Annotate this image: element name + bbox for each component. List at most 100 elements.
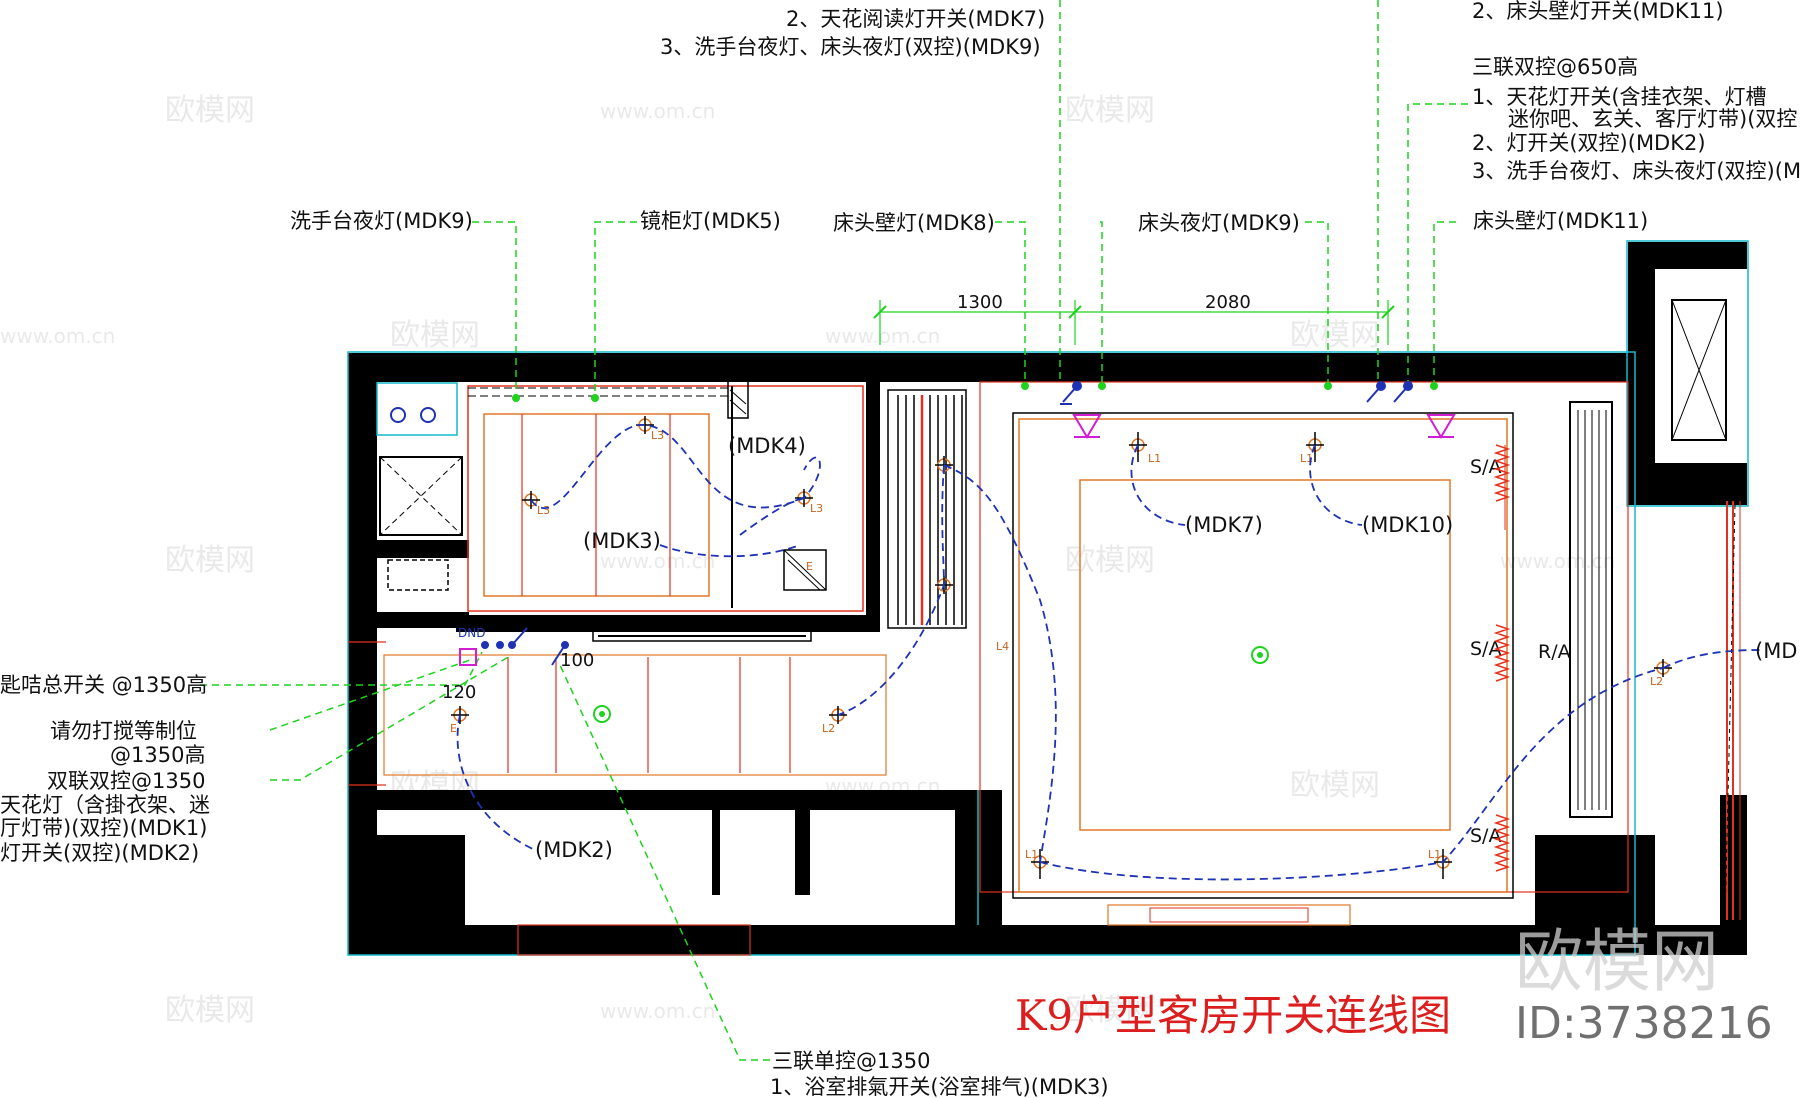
label-bedside-night-light: 床头夜灯(MDK9) [1138,211,1300,235]
note-item-1b: 迷你吧、玄关、客厅灯带)(双控 [1508,107,1797,131]
tag-l1: L1 [1025,848,1038,861]
label-bedside-wall-light-right: 床头壁灯(MDK11) [1473,209,1648,233]
note-dual-item-1: 天花灯（含掛衣架、迷 [0,793,210,817]
top-annotations: 2、天花阅读灯开关(MDK7) 3、洗手台夜灯、床头夜灯(双控)(MDK9) 2… [660,0,1800,183]
dimension-100: 100 [560,650,594,671]
watermark-site: www.om.cn [600,99,715,123]
switch-symbols [459,381,1413,666]
note-night-light: 3、洗手台夜灯、床头夜灯(双控)(MDK9) [660,35,1041,59]
room-tags: S/A S/A S/A R/A L4 DND [458,456,1571,847]
note-dnd-panel: 请勿打搅等制位 [50,719,197,743]
watermark-text: 欧模网 [165,993,255,1028]
note-triple-dual-switch: 三联双控@650高 [1472,55,1638,79]
watermark-site: www.om.cn [1500,549,1615,573]
switch-point [1324,382,1332,390]
switch-point [512,394,520,402]
floor-drain-icon [783,549,827,591]
tag-l1: L1 [1428,848,1441,861]
circuit-label-mdk10: (MDK10) [1362,513,1453,537]
switch-point [1021,382,1029,390]
tag-e: E [450,722,457,735]
watermark-logo: 欧模网 [1515,923,1719,1002]
circuit-label-mdk7: (MDK7) [1185,513,1263,537]
basin-icon [420,407,436,423]
tag-l1: L1 [1148,452,1161,465]
wall-light-icon [1426,414,1456,439]
outline-cyan [347,240,1749,956]
watermark-site: www.om.cn [600,999,715,1023]
left-annotations: 匙咭总开关 @1350高 请勿打搅等制位 @1350高 双联双控@1350 天花… [0,650,594,865]
note-dual-item-1b: 厅灯带)(双控)(MDK1) [0,816,207,840]
basin-icon [390,407,406,423]
note-bath-exhaust: 1、浴室排氣开关(浴室排气)(MDK3) [770,1075,1109,1098]
dimension-2080: 2080 [1205,292,1251,313]
watermark-text: 欧模网 [165,93,255,128]
watermark-grid: 欧模网 欧模网 欧模网 欧模网 欧模网 欧模网 欧模网 欧模网 欧模网 欧模网 … [0,93,1615,1028]
watermark-text: 欧模网 [1065,543,1155,578]
circuit-label-mdk3: (MDK3) [583,529,661,553]
watermark-text: 欧模网 [1290,318,1380,353]
watermark-site: www.om.cn [600,549,715,573]
bedroom [979,299,1746,926]
circuit-label-mdk4: (MDK4) [728,434,806,458]
label-bedside-wall-light-left: 床头壁灯(MDK8) [833,211,995,235]
watermark-text: 欧模网 [165,543,255,578]
switch-icon [481,641,489,649]
watermark-text: 欧模网 [1290,768,1380,803]
note-dual-switch: 双联双控@1350 [47,769,205,793]
dimension-line [873,300,1395,345]
tag-l2: L2 [822,722,835,735]
bottom-annotations: 三联单控@1350 1、浴室排氣开关(浴室排气)(MDK3) [770,1049,1109,1098]
tag-l3: L3 [810,502,823,515]
switch-points [512,382,1438,723]
note-triple-single-switch: 三联单控@1350 [772,1049,930,1073]
wiring [456,424,1761,881]
fixture-labels: 洗手台夜灯(MDK9) 镜柜灯(MDK5) 床头壁灯(MDK8) 床头夜灯(MD… [290,209,1648,235]
note-wall-light-switch: 2、床头壁灯开关(MDK11) [1472,0,1724,23]
tag-l4: L4 [996,640,1009,653]
tag-sa: S/A [1470,825,1501,847]
tv-wall-unit [1569,401,1613,818]
wall-light-icon [1072,414,1102,439]
wardrobe-box [1671,299,1727,441]
tag-ra: R/A [1538,641,1571,663]
light-tags: L3 L3 L3 L1 L1 L1 L1 L2 L2 E [450,429,1663,861]
tag-l2: L2 [1650,675,1663,688]
dimension-120: 120 [442,682,476,703]
note-key-card-switch: 匙咭总开关 @1350高 [0,673,207,697]
corridor-cabinets [348,389,967,956]
leader-lines [200,0,1468,1061]
circuit-label-edge: (MD [1755,639,1797,663]
dimension-1300: 1300 [957,292,1003,313]
note-dnd-height: @1350高 [110,743,205,767]
circuit-label-mdk2: (MDK2) [535,838,613,862]
ceiling-smoke-icon [1251,646,1269,664]
switch-point [591,394,599,402]
note-item-2: 2、灯开关(双控)(MDK2) [1472,131,1706,155]
circuit-labels: (MDK3) (MDK4) (MDK7) (MDK10) (MDK2) (MD [535,434,1797,862]
tag-sa: S/A [1470,638,1501,660]
switch-point [1098,382,1106,390]
label-basin-night-light: 洗手台夜灯(MDK9) [290,209,473,233]
ceiling-smoke-icon [1257,652,1263,658]
switch-icon [496,641,504,649]
watermark-id: ID:3738216 [1515,998,1773,1049]
tag-e: E [806,560,813,573]
diffusers [1493,444,1511,872]
closet-hanging [897,395,963,625]
watermark-site: www.om.cn [0,324,115,348]
tag-l3: L3 [537,504,550,517]
dnd-panel [459,648,477,666]
switch-point [1430,382,1438,390]
ceiling-smoke-icon [599,711,605,717]
note-item-1a: 1、天花灯开关(含挂衣架、灯槽 [1472,85,1767,109]
shower-box [379,456,463,536]
note-reading-light: 2、天花阅读灯开关(MDK7) [786,7,1045,31]
tag-l3: L3 [651,429,664,442]
drawing-title: K9户型客房开关连线图 [1015,991,1451,1040]
ceiling-smoke-icon [593,705,611,723]
downlight-icon [1031,849,1049,879]
tag-sa: S/A [1470,456,1501,478]
note-dual-item-2: 灯开关(双控)(MDK2) [0,841,199,865]
